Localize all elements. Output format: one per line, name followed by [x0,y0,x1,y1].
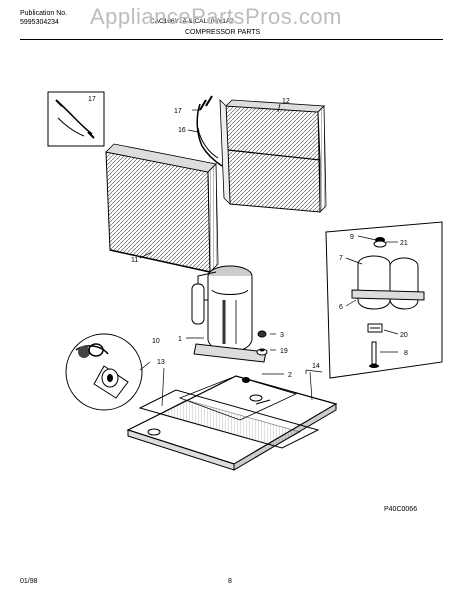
grommet-3-bolt-19 [256,330,268,356]
callout-8: 8 [404,350,408,357]
callout-13: 13 [157,359,165,366]
model-numbers: CAC106Y1A & CAL106Y1A2 [150,18,234,25]
inset-capacitor-10 [65,333,143,411]
callout-19: 19 [280,348,288,355]
callout-3: 3 [280,332,284,339]
callout-11: 11 [131,257,138,264]
callout-2: 2 [288,372,292,379]
callout-6: 6 [339,304,343,311]
callout-9: 9 [350,234,354,241]
footer-page: 8 [228,578,232,585]
callout-17-inset: 17 [88,96,96,103]
leader-lines [139,103,399,407]
base-pan [126,375,338,471]
callout-14: 14 [312,363,320,370]
callout-12: 12 [282,98,290,105]
watermark: AppliancePartsPros.com [90,4,342,29]
callout-20: 20 [400,332,408,339]
callout-1: 1 [178,336,182,343]
publication-label: Publication No. [20,10,68,17]
inset-box-relay [325,221,443,379]
callout-7: 7 [339,255,343,262]
callout-17: 17 [174,108,182,115]
header-rule [20,39,443,40]
callout-21: 21 [400,240,408,247]
callout-10: 10 [152,338,160,345]
callout-16: 16 [178,127,186,134]
condenser-coil-12 [219,98,327,213]
diagram-code: P40C0066 [384,506,418,513]
footer-date: 01/98 [20,578,38,585]
publication-number: 5995304234 [20,19,59,26]
evaporator-coil-11 [105,143,219,273]
inset-box-17 [47,91,105,147]
section-title: COMPRESSOR PARTS [185,29,261,36]
compressor [191,265,267,363]
capillary-tube-16-17 [196,95,223,167]
